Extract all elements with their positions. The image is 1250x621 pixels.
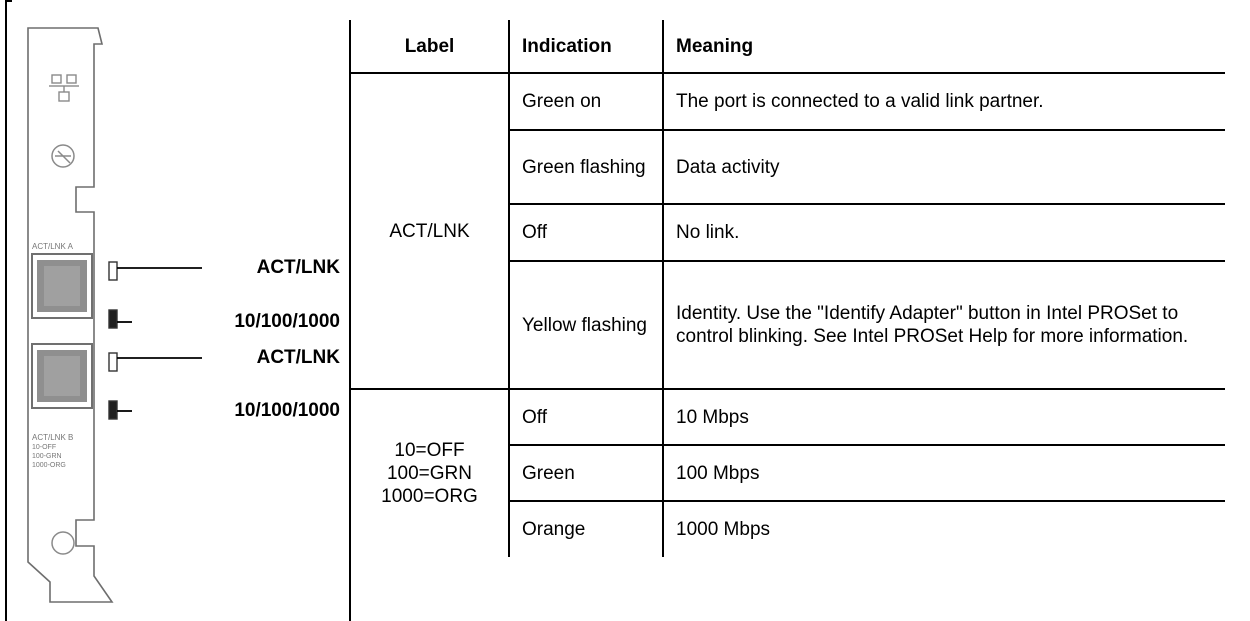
label-act-lnk: ACT/LNK (351, 72, 509, 389)
meaning-cell: 100 Mbps (662, 444, 1225, 501)
callout-upper-act-lnk: ACT/LNK (256, 257, 340, 278)
indication-cell: Off (508, 388, 663, 445)
label-speed-legend: 10=OFF 100=GRN 1000=ORG (351, 388, 509, 557)
lower-speed-led (108, 400, 118, 420)
table-row: 10=OFF 100=GRN 1000=ORG Off 10 Mbps (351, 388, 1225, 557)
indication-cell: Yellow flashing (508, 260, 663, 389)
column-divider (349, 20, 351, 621)
meaning-cell: No link. (662, 203, 1225, 261)
mounting-hole (51, 531, 75, 555)
table-row: ACT/LNK Green on The port is connected t… (351, 72, 1225, 389)
led-indicator-table: Label Indication Meaning ACT/LNK Green o… (351, 20, 1225, 557)
callout-upper-speed: 10/100/1000 (234, 311, 340, 332)
table-row: Green 100 Mbps (351, 444, 1225, 501)
page-frame-left-border (5, 0, 7, 621)
speed-legend-1000: 1000-ORG (32, 462, 66, 469)
callout-lower-speed: 10/100/1000 (234, 400, 340, 421)
lower-rj45-port (31, 343, 93, 409)
speed-legend-100: 100-GRN (32, 453, 62, 460)
table-header-row: Label Indication Meaning (351, 20, 1225, 73)
indication-cell: Orange (508, 500, 663, 557)
speed-legend-line: 100=GRN (386, 463, 473, 484)
header-label: Label (404, 35, 455, 57)
upper-rj45-port (31, 253, 93, 319)
meaning-cell: 1000 Mbps (662, 500, 1225, 557)
table-row: Green flashing Data activity (351, 129, 1225, 204)
upper-speed-led (108, 309, 118, 329)
table-row: Yellow flashing Identity. Use the "Ident… (351, 260, 1225, 389)
upper-act-lnk-led (108, 261, 118, 281)
speed-legend-10: 10-OFF (32, 444, 56, 451)
lower-port-label: ACT/LNK B (32, 433, 73, 442)
adapter-bracket-illustration: ACT/LNK A ACT/LNK B 10-OFF 100-GRN 1000-… (27, 27, 202, 603)
meaning-cell: Identity. Use the "Identify Adapter" but… (662, 260, 1225, 389)
no-symbol-icon (51, 144, 75, 168)
table-row: Off No link. (351, 203, 1225, 261)
page-frame-top-border (5, 0, 12, 2)
indication-cell: Off (508, 203, 663, 261)
header-indication: Indication (508, 20, 663, 73)
indication-cell: Green (508, 444, 663, 501)
meaning-cell: The port is connected to a valid link pa… (662, 72, 1225, 130)
header-meaning: Meaning (662, 20, 1225, 73)
leader-lines (117, 267, 202, 412)
table-row: Orange 1000 Mbps (351, 500, 1225, 557)
meaning-cell: Data activity (662, 129, 1225, 204)
speed-legend-line: 1000=ORG (381, 486, 478, 507)
lower-act-lnk-led (108, 352, 118, 372)
callout-lower-act-lnk: ACT/LNK (256, 347, 340, 368)
network-icon (49, 74, 79, 102)
indication-cell: Green flashing (508, 129, 663, 204)
speed-legend-line: 10=OFF (394, 440, 465, 461)
indication-cell: Green on (508, 72, 663, 130)
meaning-cell: 10 Mbps (662, 388, 1225, 445)
upper-port-label: ACT/LNK A (32, 242, 74, 251)
